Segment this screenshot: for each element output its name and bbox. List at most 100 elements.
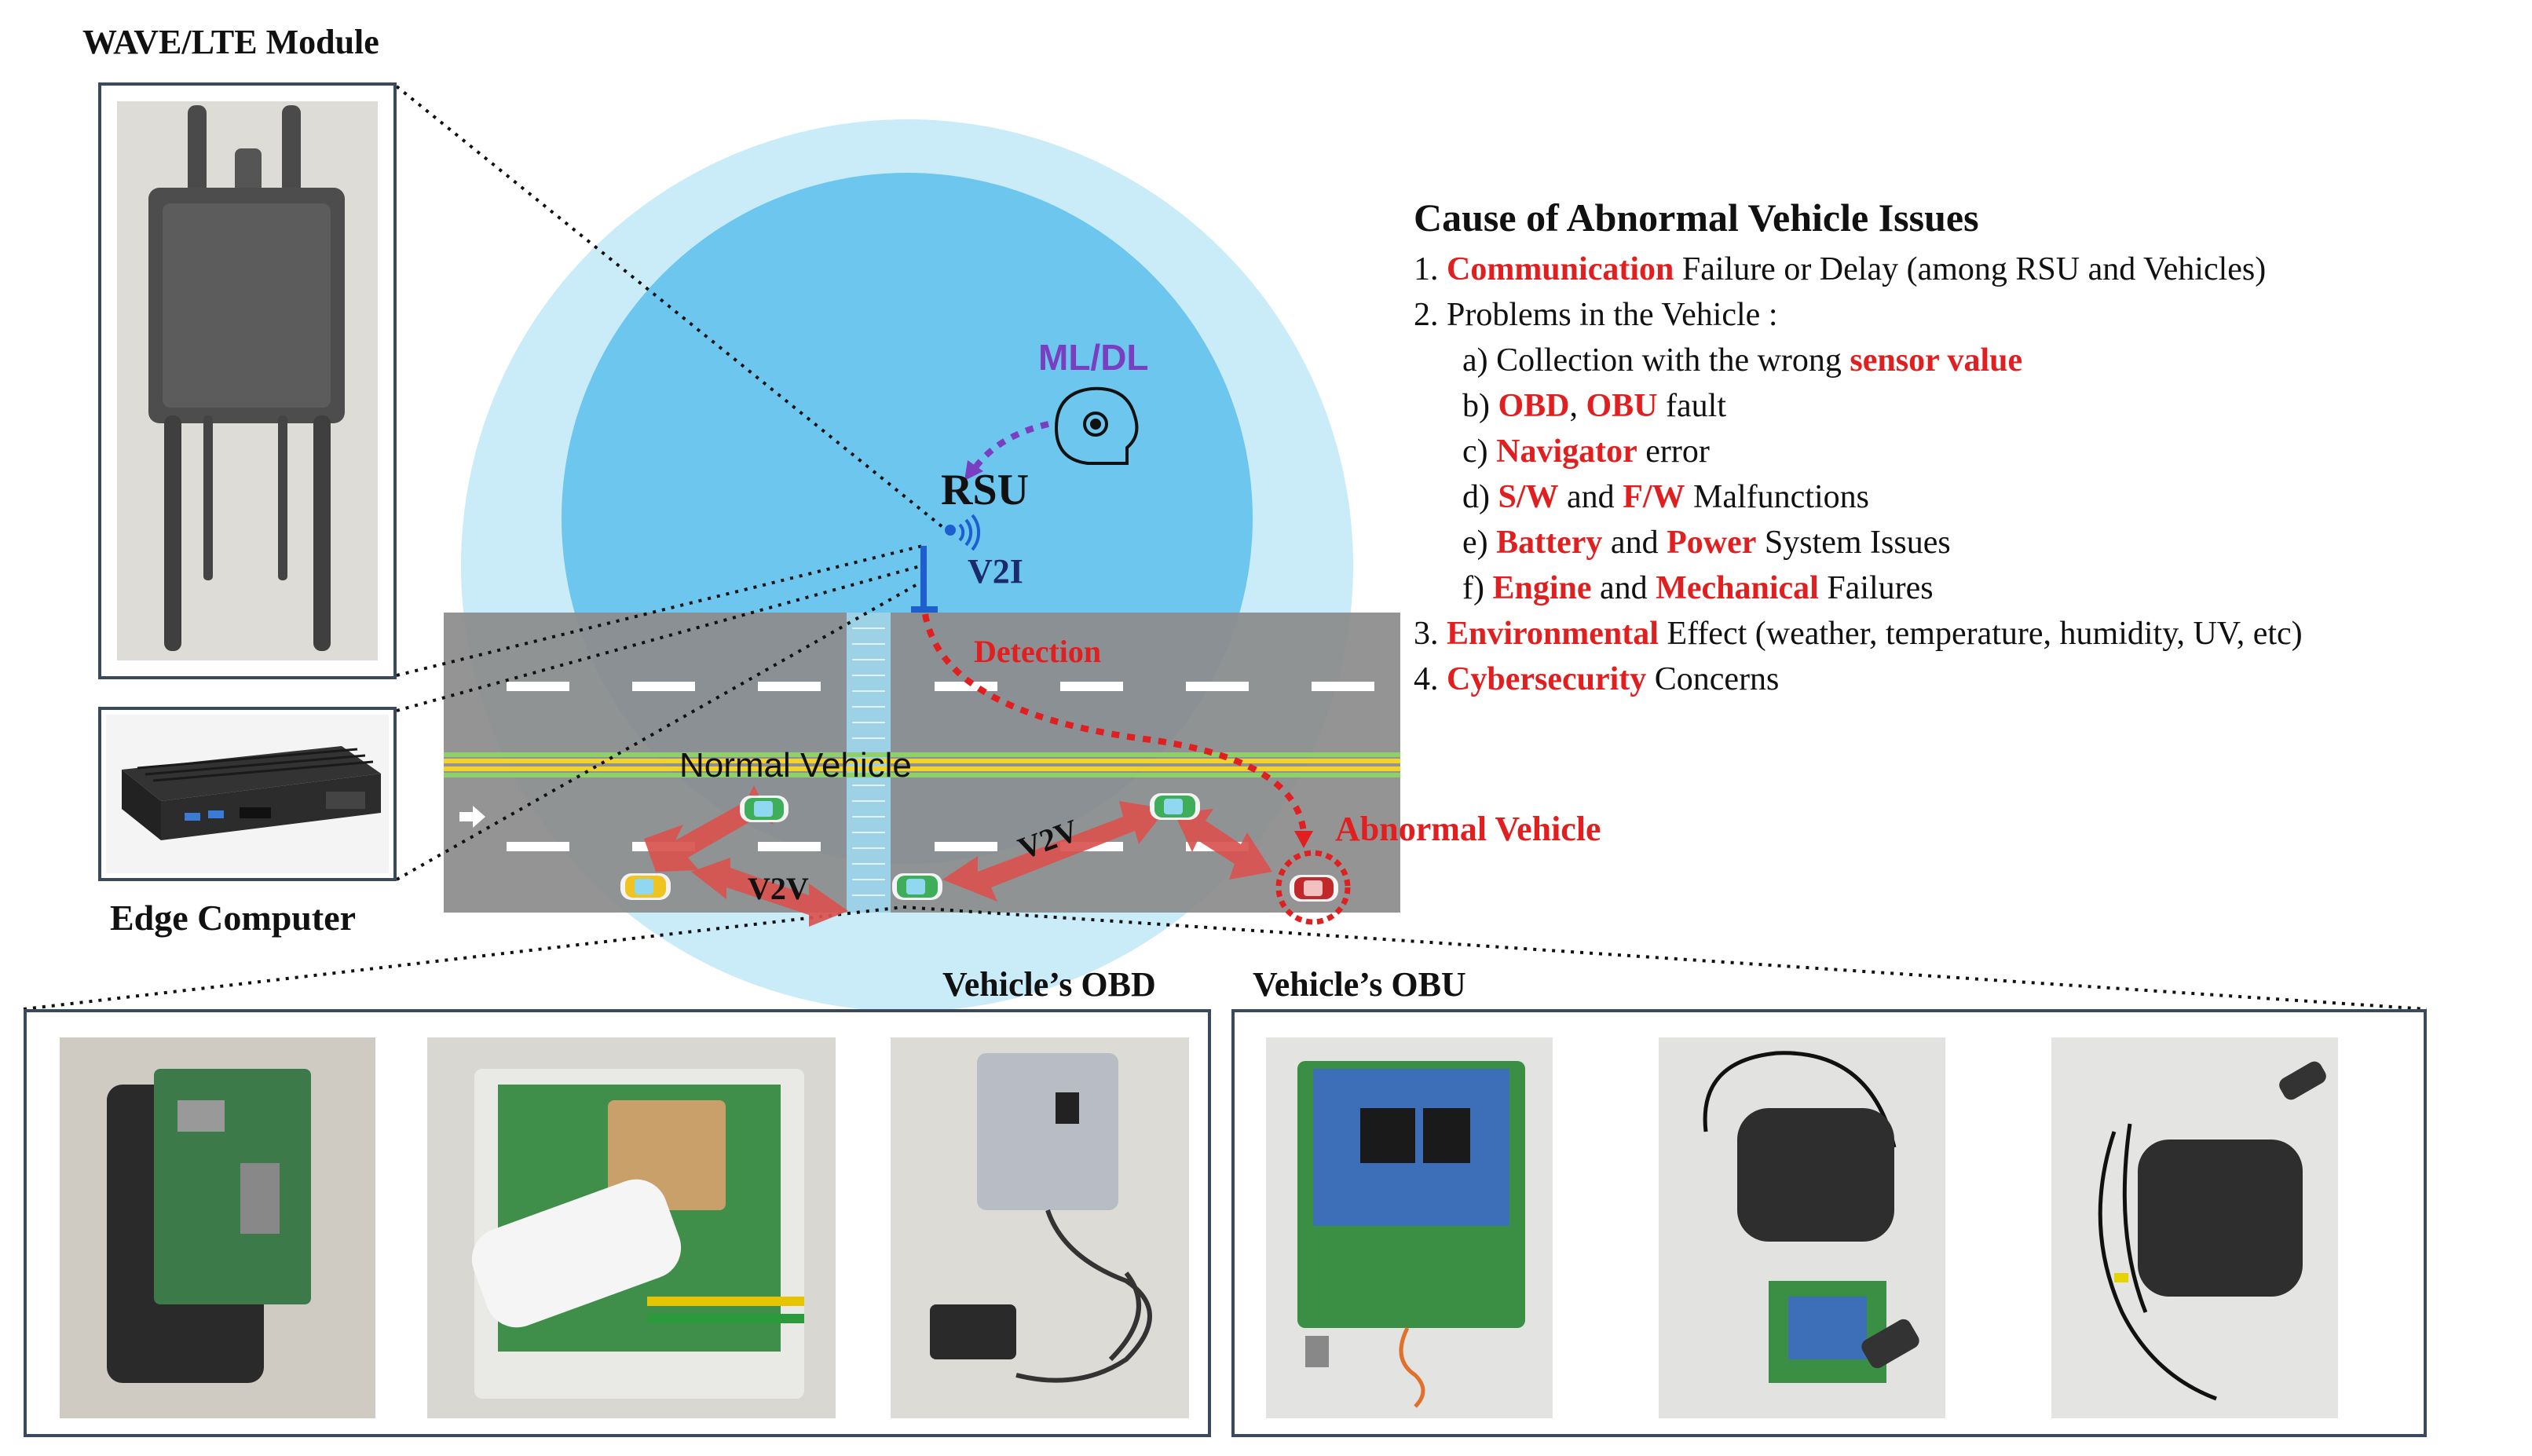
vehicle-obd-label: Vehicle’s OBD (942, 965, 1156, 1004)
cause-text: e) (1462, 525, 1497, 561)
v2v-label-left: V2V (748, 871, 809, 906)
abnormal-vehicle-label: Abnormal Vehicle (1335, 810, 1601, 848)
ml-brain-icon (1054, 386, 1139, 465)
v2v-arrow-4 (1174, 809, 1272, 880)
obd-panel (24, 1009, 1211, 1437)
cause-item: e) Battery and Power System Issues (1414, 520, 2303, 565)
link-edge-bottom (396, 580, 924, 881)
cause-text: 2. Problems in the Vehicle : (1414, 297, 1778, 333)
cause-text: a) Collection with the wrong (1462, 342, 1850, 379)
center-line-green (444, 752, 1400, 757)
cause-text: 3. (1414, 616, 1447, 652)
antenna-module-icon (148, 105, 345, 651)
cause-highlight: F/W (1623, 479, 1685, 515)
vehicle-right (1150, 793, 1200, 820)
link-edge-top (396, 564, 924, 712)
cause-text: error (1637, 434, 1710, 470)
cause-text: b) (1462, 388, 1498, 424)
edge-computer-photo (106, 715, 389, 873)
edge-computer-frame (98, 707, 397, 881)
vehicle-obu-label: Vehicle’s OBU (1253, 965, 1466, 1004)
obd-board-icon (471, 1069, 804, 1399)
link-module-top (395, 85, 948, 532)
cause-highlight: Environmental (1447, 616, 1659, 652)
direction-arrow-icon (459, 806, 485, 828)
cause-item: 3. Environmental Effect (weather, temper… (1414, 611, 2303, 657)
center-line-green-2 (444, 773, 1400, 777)
causes-panel: Cause of Abnormal Vehicle Issues 1. Comm… (1414, 195, 2303, 702)
link-obd-left (23, 905, 904, 1011)
edge-computer-label: Edge Computer (110, 898, 357, 938)
cause-text: System Issues (1756, 525, 1951, 561)
cause-text: , (1569, 388, 1586, 424)
obd-photo-1 (60, 1037, 375, 1418)
cause-item: d) S/W and F/W Malfunctions (1414, 474, 2303, 520)
cause-highlight: Navigator (1496, 434, 1637, 470)
link-obd-right (902, 905, 2428, 1011)
cause-highlight: Cybersecurity (1447, 661, 1647, 697)
vehicle-normal-top (740, 796, 789, 822)
cause-item: b) OBD, OBU fault (1414, 383, 2303, 429)
detection-label: Detection (974, 634, 1102, 669)
wave-lte-module-label: WAVE/LTE Module (82, 23, 379, 61)
normal-vehicle-label: Normal Vehicle (679, 746, 912, 785)
center-line-yellow-2 (444, 766, 1400, 771)
cause-text: d) (1462, 479, 1498, 515)
cause-highlight: Battery (1496, 525, 1603, 561)
v2v-arrow-3 (942, 801, 1166, 902)
cause-highlight: Communication (1447, 251, 1674, 287)
cause-text: 4. (1414, 661, 1447, 697)
cause-highlight: OBU (1586, 388, 1658, 424)
cause-text: f) (1462, 570, 1493, 606)
cause-highlight: Engine (1492, 570, 1592, 606)
cause-item: 2. Problems in the Vehicle : (1414, 292, 2303, 338)
cause-text: Failure or Delay (among RSU and Vehicles… (1674, 251, 2267, 287)
cause-text: Failures (1818, 570, 1934, 606)
rsu-label: RSU (941, 466, 1030, 514)
obd-photo-3 (891, 1037, 1189, 1418)
rsu-pole-icon (911, 514, 981, 613)
cause-item: 4. Cybersecurity Concerns (1414, 657, 2303, 702)
v2i-label: V2I (968, 552, 1023, 591)
cause-text: c) (1462, 434, 1497, 470)
cause-highlight: sensor value (1850, 342, 2023, 379)
cause-text: Concerns (1646, 661, 1780, 697)
v2v-arrow-2 (691, 858, 848, 927)
obu-photo-1 (1266, 1037, 1553, 1418)
center-line-yellow-1 (444, 759, 1400, 763)
cause-highlight: Mechanical (1656, 570, 1819, 606)
cause-text: Malfunctions (1685, 479, 1869, 515)
lane-dashes-upper (507, 682, 1374, 691)
wave-lte-module-frame (98, 82, 397, 679)
cause-text: 1. (1414, 251, 1447, 287)
link-module-bottom (396, 544, 924, 677)
obu-board-icon (1297, 1061, 1525, 1408)
ml-to-rsu-arrow (971, 421, 1049, 472)
cause-text: and (1591, 570, 1656, 606)
detection-arrowhead (1294, 831, 1313, 848)
obu-antenna-cable-icon (2098, 1061, 2326, 1401)
vehicle-yellow (620, 873, 671, 900)
obu-gps-antenna-icon (1703, 1051, 1919, 1383)
edge-computer-icon (122, 746, 381, 840)
cause-item: a) Collection with the wrong sensor valu… (1414, 338, 2303, 383)
cause-highlight: Power (1667, 525, 1757, 561)
vehicle-crosswalk (892, 873, 942, 900)
causes-title: Cause of Abnormal Vehicle Issues (1414, 196, 1979, 240)
obu-panel (1231, 1009, 2427, 1437)
cause-item: 1. Communication Failure or Delay (among… (1414, 247, 2303, 292)
cause-item: f) Engine and Mechanical Failures (1414, 565, 2303, 611)
cause-text: and (1558, 479, 1623, 515)
cause-text: Effect (weather, temperature, humidity, … (1658, 616, 2303, 652)
cause-item: c) Navigator error (1414, 429, 2303, 474)
cause-highlight: S/W (1498, 479, 1559, 515)
vehicle-abnormal (1275, 850, 1351, 925)
cause-highlight: OBD (1498, 388, 1570, 424)
obu-photo-3 (2051, 1037, 2338, 1418)
obd-cable-icon (930, 1053, 1152, 1383)
ml-arrowhead (964, 460, 983, 481)
cause-text: and (1602, 525, 1667, 561)
causes-list: 1. Communication Failure or Delay (among… (1414, 247, 2303, 702)
wave-lte-module-photo (117, 101, 378, 660)
